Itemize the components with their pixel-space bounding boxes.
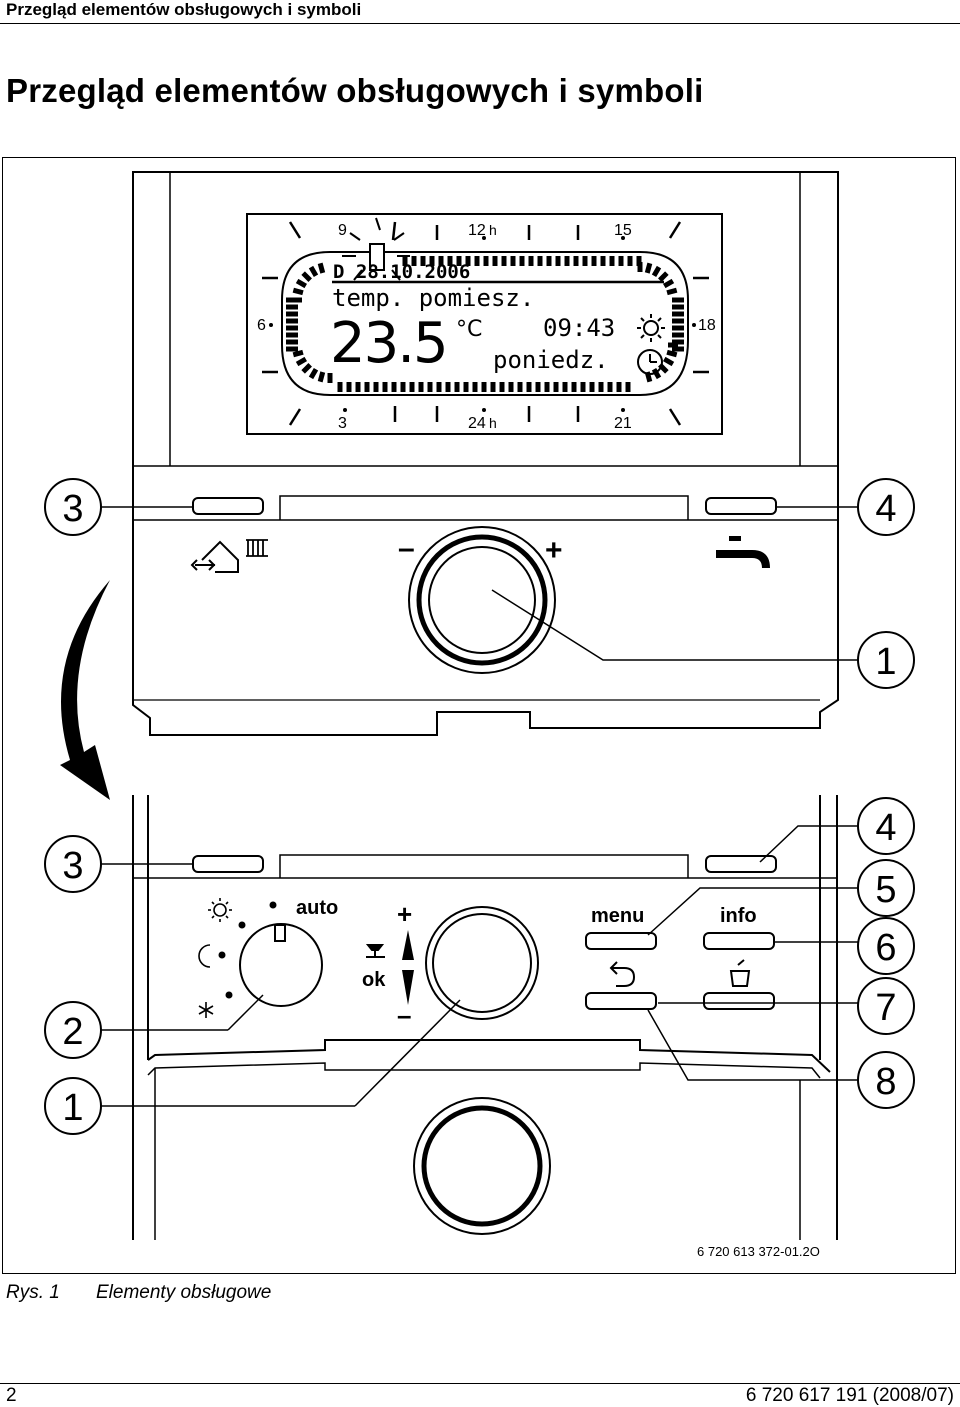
lcd-segment (662, 356, 675, 367)
lcd-segment (295, 356, 308, 367)
lcd-hour-12: 12 (468, 222, 486, 239)
callout-1-lower: 1 (62, 1087, 83, 1129)
auto-label: auto (296, 897, 338, 919)
lower-unit (132, 795, 838, 1240)
lcd-hour-18: 18 (698, 317, 716, 334)
lcd-display: 9 12 h 15 6 18 3 24 h 21 D 28.10.2006 te… (246, 213, 723, 435)
upper-unit (132, 171, 839, 736)
lcd-active-segment-burst (342, 217, 410, 281)
lcd-segment (317, 371, 326, 383)
page-title: Przegląd elementów obsługowych i symboli (6, 72, 704, 109)
trash-icon (729, 959, 751, 987)
lcd-hour-h-top: h (489, 222, 497, 238)
lcd-segment (666, 287, 678, 296)
tap-icon (716, 536, 770, 568)
lcd-hour-h-bottom: h (489, 415, 497, 431)
moon-icon (198, 944, 211, 968)
callout-circles (44, 478, 915, 1135)
lcd-segment (658, 271, 669, 282)
info-label: info (720, 905, 757, 927)
lcd-hour-3: 3 (338, 415, 347, 432)
controls-figure: 9 12 h 15 6 18 3 24 h 21 D 28.10.2006 te… (44, 171, 915, 1259)
callout-4-lower: 4 (875, 807, 896, 849)
callout-6: 6 (875, 927, 896, 969)
callout-1-upper: 1 (875, 641, 896, 683)
lcd-weekday: poniedz. (493, 346, 609, 374)
upper-minus-label: – (398, 532, 415, 565)
upper-button-4[interactable] (705, 497, 777, 515)
callout-7: 7 (875, 987, 896, 1029)
lcd-segment (651, 265, 662, 278)
running-header: Przegląd elementów obsługowych i symboli (6, 0, 362, 19)
house-radiator-icon (190, 539, 268, 573)
ok-label: ok (362, 969, 386, 991)
upper-button-3[interactable] (192, 497, 264, 515)
lcd-segment-ring (286, 256, 684, 392)
lcd-segment (301, 271, 312, 282)
callout-5: 5 (875, 869, 896, 911)
figure-caption-number: Rys. 1 (6, 1282, 60, 1303)
lower-minus-label: – (397, 1000, 411, 1030)
lcd-hour-24: 24 (468, 415, 486, 432)
figure-caption-text: Elementy obsługowe (96, 1282, 272, 1303)
back-button[interactable] (585, 992, 657, 1010)
callout-3-lower: 3 (62, 845, 83, 887)
delete-button[interactable] (703, 992, 775, 1010)
document-number: 6 720 617 191 (2008/07) (745, 1385, 954, 1406)
lcd-segment (301, 363, 312, 374)
footer-rule (0, 1383, 960, 1384)
lcd-segment (662, 278, 675, 289)
sun-icon (208, 898, 232, 922)
lcd-unit: °C (456, 317, 482, 342)
upper-plus-label: + (545, 534, 563, 567)
callout-2: 2 (62, 1011, 83, 1053)
snowflake-icon (198, 1002, 214, 1018)
lower-button-4[interactable] (705, 855, 777, 873)
callout-3-upper: 3 (62, 488, 83, 530)
up-down-triangles (402, 930, 414, 1005)
callout-leaders (100, 506, 862, 1107)
lcd-segment (651, 367, 662, 380)
lcd-segment (317, 262, 326, 274)
lower-rotary-knob[interactable] (425, 906, 539, 1020)
boiler-knob (413, 1097, 551, 1235)
figure-frame (2, 157, 956, 1274)
lcd-time: 09:43 (543, 314, 615, 342)
page-number: 2 (6, 1385, 17, 1406)
sun-icon (637, 314, 665, 342)
lcd-hour-9: 9 (338, 222, 347, 239)
menu-button[interactable] (585, 932, 657, 950)
lcd-segment (295, 278, 308, 289)
clock-icon (637, 349, 663, 375)
callout-4-upper: 4 (875, 488, 896, 530)
lower-button-3[interactable] (192, 855, 264, 873)
back-arrow-icon (609, 961, 636, 987)
menu-label: menu (591, 905, 644, 927)
lcd-hour-ticks (262, 221, 709, 426)
header-rule (0, 23, 960, 24)
lcd-segment (644, 262, 653, 274)
info-button[interactable] (703, 932, 775, 950)
mode-selector-knob[interactable] (239, 923, 323, 1007)
lcd-segment (308, 265, 319, 278)
lcd-segment (308, 367, 319, 380)
lcd-date-line: D 28.10.2006 (333, 261, 470, 283)
lcd-hour-21: 21 (614, 415, 632, 432)
lcd-segment (292, 287, 304, 296)
figure-code: 6 720 613 372-01.2O (697, 1244, 820, 1259)
lcd-label: temp. pomiesz. (332, 284, 534, 312)
tap-ok-icon (365, 944, 385, 958)
lcd-segment (666, 349, 678, 358)
lcd-hour-15: 15 (614, 222, 632, 239)
curved-arrow-icon (60, 580, 110, 800)
lcd-segment (292, 349, 304, 358)
lcd-hour-6: 6 (257, 317, 266, 334)
upper-rotary-knob[interactable] (408, 526, 556, 674)
lcd-temperature: 23.5 (330, 311, 447, 376)
lower-plus-label: + (397, 899, 412, 929)
callout-8: 8 (875, 1061, 896, 1103)
